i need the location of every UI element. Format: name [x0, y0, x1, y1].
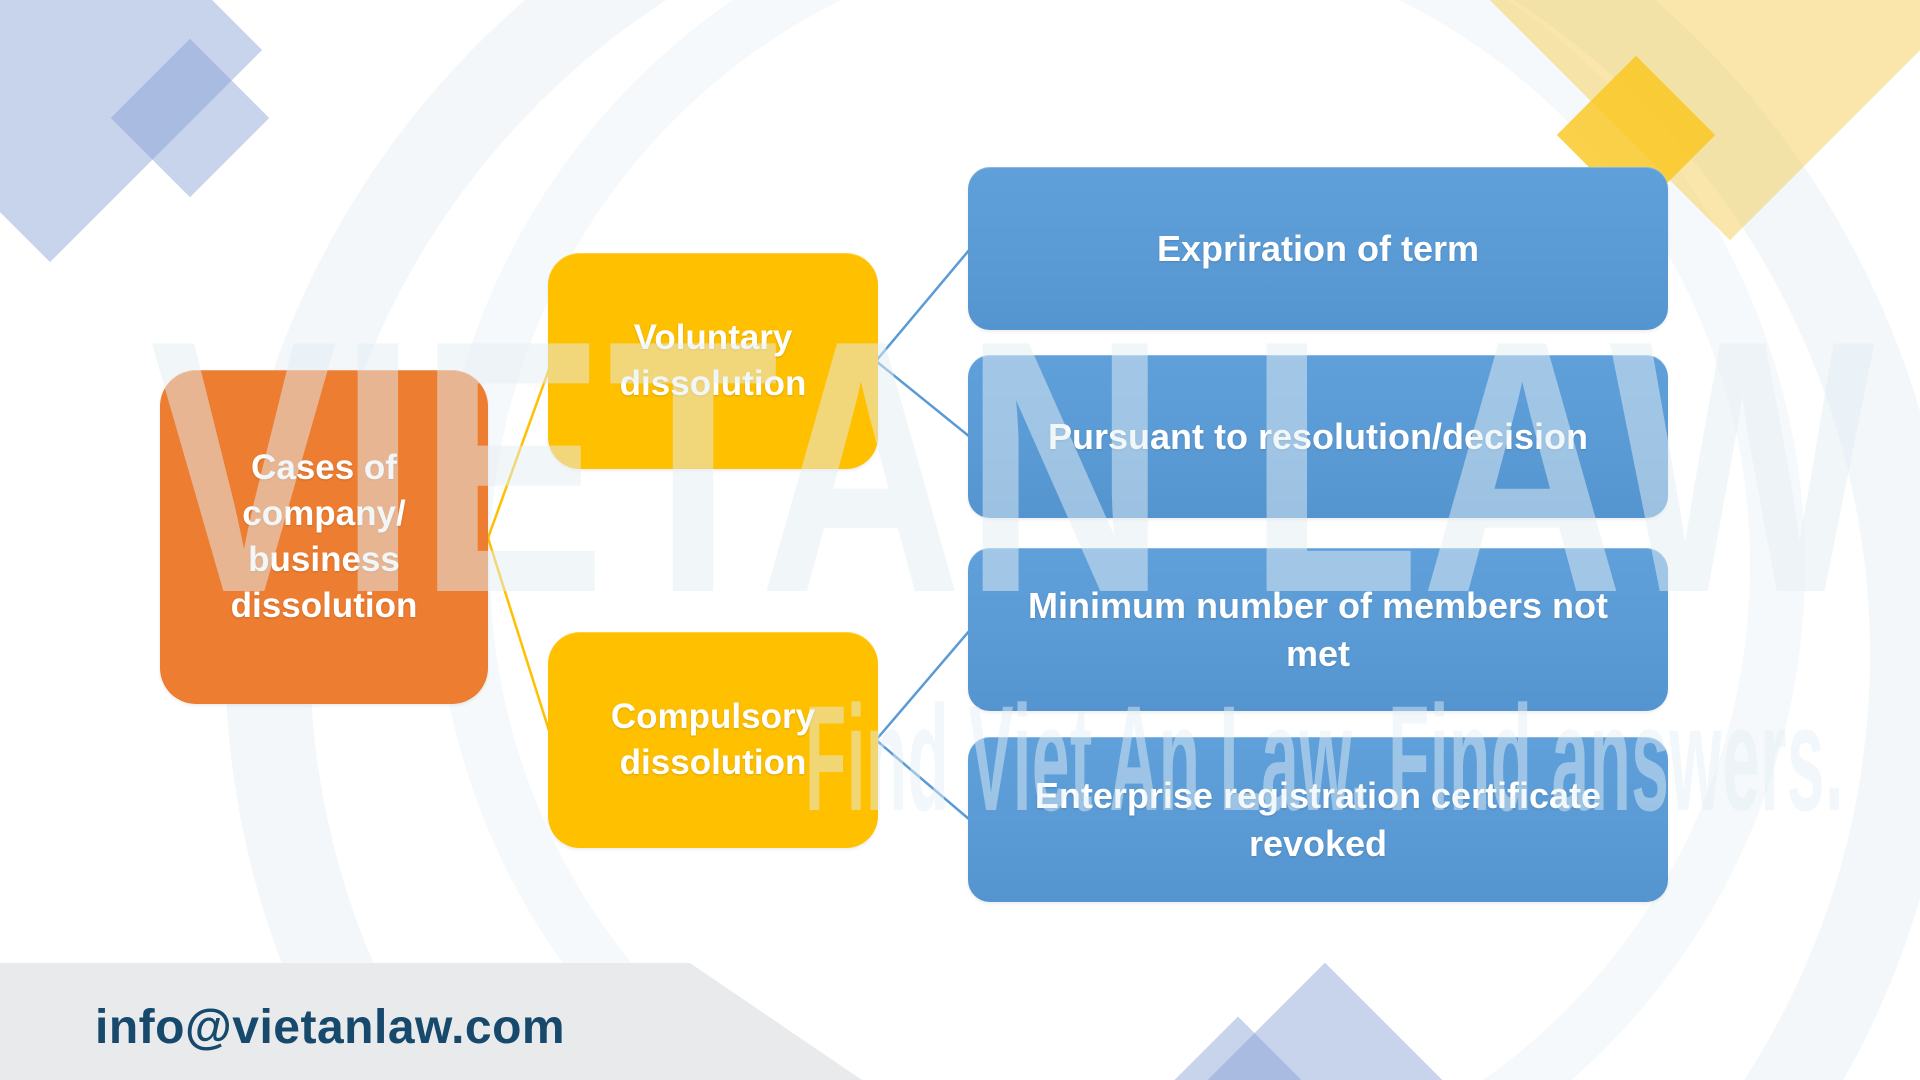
connector-compulsory-to-members — [875, 629, 971, 741]
leaf-node-pursuant-to-resolution: Pursuant to resolution/decision — [968, 355, 1668, 518]
branch-node-label: Voluntary dissolution — [619, 317, 807, 403]
leaf-node-label: Pursuant to resolution/decision — [1047, 415, 1589, 457]
leaf-node-label: Minimum number of members not met — [1027, 584, 1609, 674]
connector-compulsory-to-certificate — [875, 739, 971, 821]
branch-node-compulsory-dissolution: Compulsory dissolution — [548, 632, 878, 848]
connector-root-to-voluntary — [486, 360, 554, 539]
connector-root-to-compulsory — [486, 537, 554, 741]
leaf-node-certificate-revoked: Enterprise registration certificate revo… — [968, 737, 1668, 902]
branch-node-label: Compulsory dissolution — [610, 696, 816, 782]
leaf-node-label: Expriration of term — [1156, 227, 1480, 269]
leaf-node-minimum-members: Minimum number of members not met — [968, 548, 1668, 711]
root-node-label: Cases of company/ business dissolution — [230, 447, 418, 626]
connector-voluntary-to-resolution — [875, 360, 971, 438]
connector-voluntary-to-expiration — [875, 248, 971, 362]
branch-node-voluntary-dissolution: Voluntary dissolution — [548, 253, 878, 469]
root-node-cases-of-dissolution: Cases of company/ business dissolution — [160, 370, 488, 704]
leaf-node-expiration-of-term: Expriration of term — [968, 167, 1668, 330]
leaf-node-label: Enterprise registration certificate revo… — [1034, 774, 1602, 864]
contact-email: info@vietanlaw.com — [95, 1001, 566, 1054]
